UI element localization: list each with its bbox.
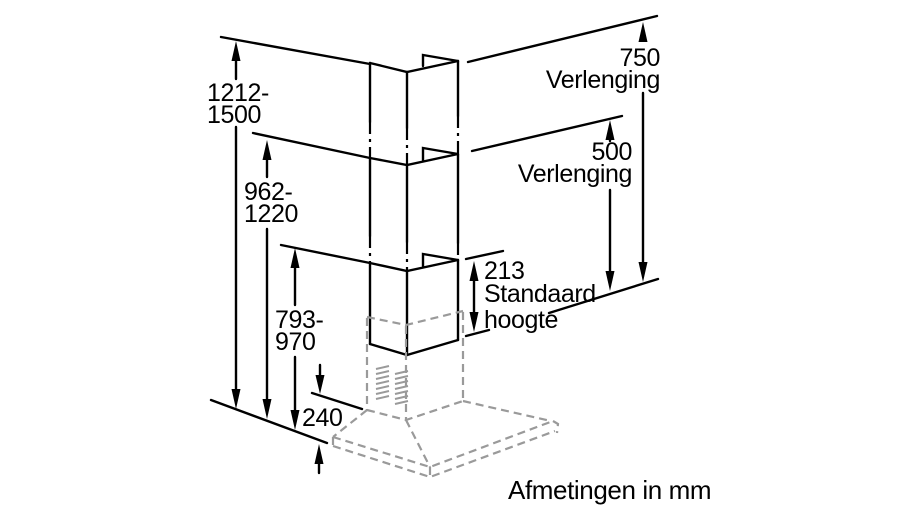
ext-line-top-left: [219, 35, 372, 66]
chimney-section3-verticals: [368, 258, 460, 357]
ext-line-top-right: [466, 14, 659, 64]
ext-line-standard-left: [279, 243, 372, 265]
ref-line-canopy-bottom: [310, 391, 364, 411]
ext-tick-standard-top: [464, 249, 505, 261]
dimension-arrowheads: [231, 22, 648, 464]
vent-hatch-column-right: [394, 370, 409, 405]
label-500-name: Verlenging: [518, 160, 632, 188]
dimension-labels: 1212- 1500 962- 1220 793- 970 240 750 Ve…: [207, 44, 712, 505]
arrow-down-793: [290, 410, 300, 430]
label-1212-line1: 1212-: [207, 79, 269, 107]
chimney-section1-top-edges: [368, 53, 460, 74]
chimney-section2-top-edges: [368, 146, 460, 167]
arrow-up-240-bottom: [314, 444, 324, 464]
ext-line-mid-right: [470, 114, 624, 153]
canopy-base-corner-ticks: [331, 420, 560, 477]
ref-line-chimney-bottom-right: [464, 277, 660, 338]
label-240: 240: [302, 404, 343, 432]
label-1212-line2: 1500: [207, 101, 261, 129]
arrow-down-750: [638, 262, 648, 282]
dim-line-240: [317, 363, 322, 475]
telescopic-joint-2: [368, 236, 460, 271]
chimney-section3-top-edges: [368, 252, 460, 273]
label-962-line2: 1220: [244, 200, 298, 228]
arrow-up-750: [638, 22, 648, 42]
extension-lines: [209, 14, 660, 445]
label-750-value: 750: [619, 44, 660, 72]
label-793-line1: 793-: [275, 306, 324, 334]
label-962-line1: 962-: [244, 178, 293, 206]
label-500-value: 500: [591, 138, 632, 166]
canopy-base-top-edge: [332, 419, 554, 469]
canopy-base-bottom-edge: [332, 429, 556, 479]
arrow-up-1212: [231, 41, 241, 61]
label-213-name2: hoogte: [484, 306, 558, 334]
arrow-down-213: [469, 312, 479, 332]
label-213-value: 213: [484, 257, 525, 285]
arrow-up-793: [290, 248, 300, 268]
canopy-neck-verticals: [365, 312, 465, 420]
arrow-up-500: [605, 120, 615, 140]
units-note: Afmetingen in mm: [508, 475, 711, 505]
arrow-down-1212: [231, 389, 241, 409]
chimney-section3-bottom-edges: [368, 338, 460, 357]
arrow-up-213: [469, 261, 479, 281]
canopy-pyramid-slopes: [332, 399, 552, 468]
canopy-neck-bottom-rim: [366, 399, 464, 422]
arrow-down-240-top: [315, 375, 325, 394]
vent-hatch-column-left: [375, 365, 390, 400]
vent-grille-hatch: [375, 365, 409, 405]
canopy-top-rim: [366, 309, 464, 327]
label-213-name1: Standaard: [484, 280, 596, 308]
chimney-section2-verticals: [368, 152, 460, 245]
arrow-up-962: [262, 140, 272, 160]
telescopic-joint-1: [368, 116, 460, 165]
hood-canopy: [331, 309, 560, 479]
ref-line-hood-bottom-left: [209, 398, 329, 445]
ext-line-mid-left: [251, 131, 372, 160]
label-750-name: Verlenging: [546, 66, 660, 94]
label-793-line2: 970: [275, 328, 316, 356]
chimney-duct: [368, 53, 460, 357]
chimney-section1-verticals: [368, 59, 460, 130]
arrow-down-962: [262, 399, 272, 419]
arrow-down-500: [605, 271, 615, 291]
